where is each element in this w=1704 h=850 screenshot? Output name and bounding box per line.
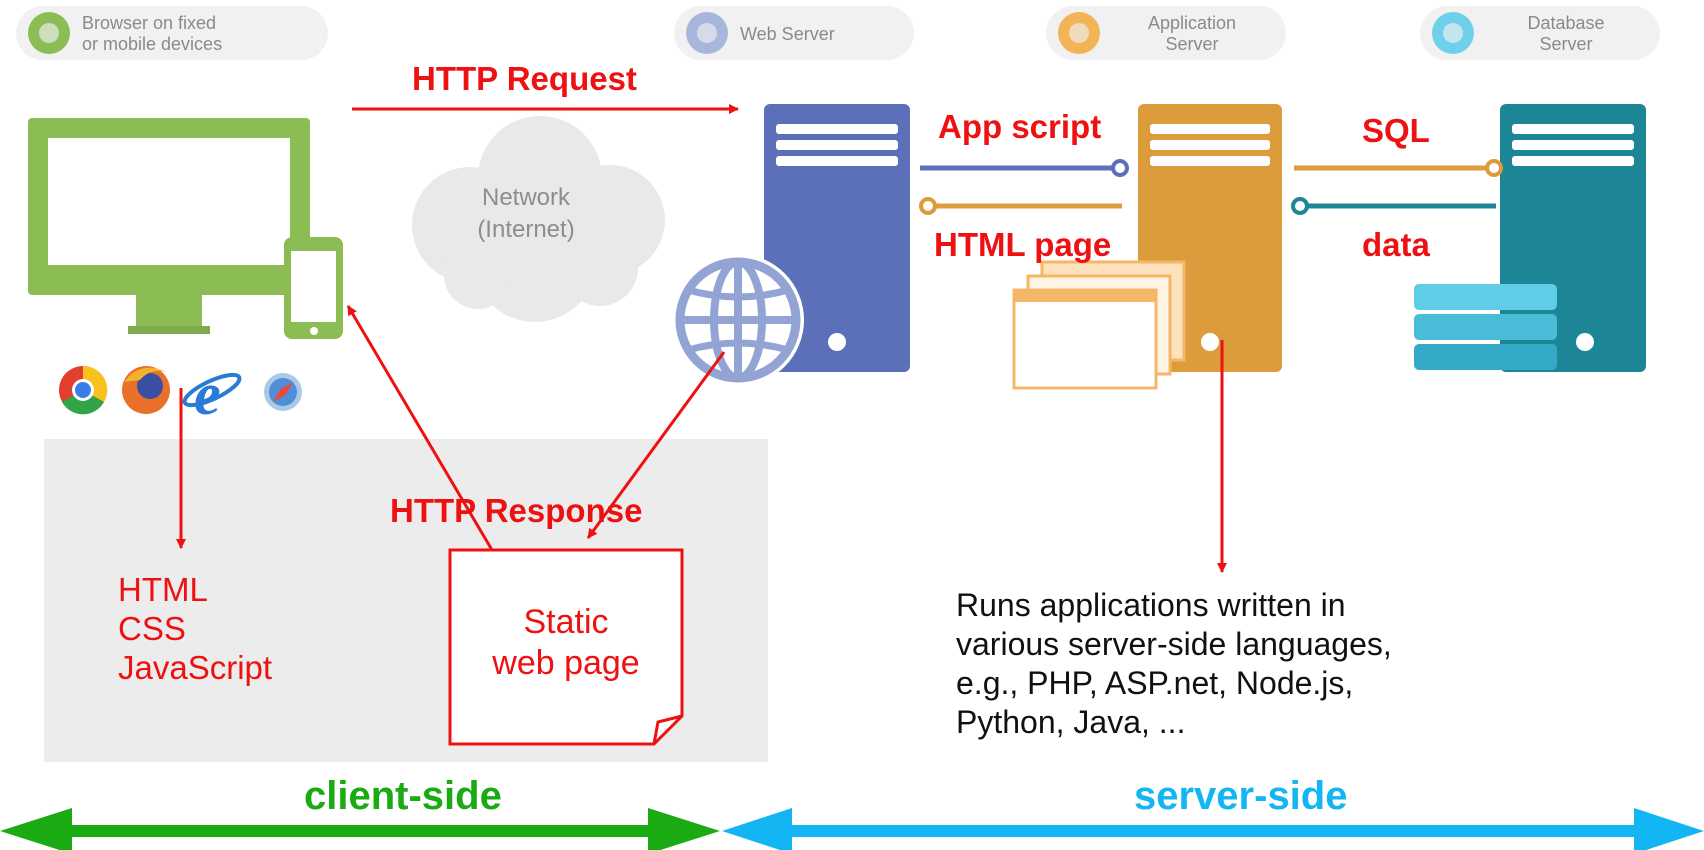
monitor-icon — [28, 118, 310, 334]
smartphone-icon — [284, 237, 343, 339]
app-script-connector — [920, 159, 1129, 177]
svg-text:e: e — [194, 361, 221, 427]
html-page-label: HTML page — [934, 226, 1112, 263]
static-page-label-line-1: Static — [523, 603, 609, 641]
tier-browser: Browser on fixed or mobile devices — [16, 6, 328, 60]
network-label: Network (Internet) — [436, 182, 616, 246]
tier-application-server: Application Server — [1046, 6, 1286, 60]
browser-tier-label-2: or mobile devices — [82, 34, 223, 54]
data-label: data — [1362, 226, 1430, 263]
chrome-icon — [59, 365, 108, 415]
data-connector — [1291, 197, 1496, 215]
server-desc-line-2: various server-side languages, — [956, 626, 1392, 662]
database-server-tier-label-1: Database — [1527, 13, 1605, 33]
client-side-label: client-side — [304, 774, 502, 818]
application-server-tier-label-1: Application — [1147, 13, 1237, 33]
server-desc-line-4: Python, Java, ... — [956, 704, 1186, 740]
static-page-label: Static web page — [450, 602, 682, 684]
client-side-arrow — [0, 808, 720, 850]
server-desc-line-3: e.g., PHP, ASP.net, Node.js, — [956, 665, 1354, 701]
client-tech-html: HTML — [118, 571, 208, 608]
static-page-note-icon — [448, 548, 684, 746]
browser-tier-marker — [28, 12, 70, 54]
sql-connector — [1294, 159, 1503, 177]
browser-tier-label-1: Browser on fixed — [82, 13, 217, 33]
database-disks-icon — [1414, 284, 1557, 370]
database-server-tier-label-2: Server — [1539, 34, 1593, 54]
http-request-label: HTTP Request — [412, 60, 637, 97]
server-side-label: server-side — [1134, 774, 1348, 818]
network-label-line-2: (Internet) — [477, 216, 575, 243]
response-to-phone-arrow — [346, 305, 494, 551]
application-server-tier-marker — [1058, 12, 1100, 54]
tier-web-server: Web Server — [674, 6, 914, 60]
http-response-arrow — [586, 351, 726, 539]
application-server-tier-label-2: Server — [1165, 34, 1219, 54]
app-script-label: App script — [938, 108, 1102, 145]
network-cloud-icon — [412, 116, 665, 322]
client-tech-javascript: JavaScript — [118, 649, 273, 686]
client-tech-list: HTML CSS JavaScript — [118, 570, 272, 687]
firefox-icon — [122, 366, 170, 414]
database-server-tier-marker — [1432, 12, 1474, 54]
server-desc-line-1: Runs applications written in — [956, 587, 1346, 623]
tier-database-server: Database Server — [1420, 6, 1660, 60]
internet-explorer-icon: e — [182, 361, 242, 427]
server-side-arrow — [722, 808, 1704, 850]
network-label-line-1: Network — [481, 184, 571, 211]
client-tech-css: CSS — [118, 610, 186, 647]
web-server-tier-marker — [686, 12, 728, 54]
sql-label: SQL — [1362, 112, 1430, 149]
http-response-label: HTTP Response — [390, 492, 643, 529]
html-page-connector — [919, 197, 1122, 215]
globe-icon — [672, 254, 804, 386]
html-pages-icon — [1012, 260, 1186, 390]
static-page-label-line-2: web page — [492, 644, 640, 682]
safari-icon — [264, 373, 302, 411]
server-side-description: Runs applications written in various ser… — [956, 586, 1392, 742]
web-server-tier-label: Web Server — [740, 24, 835, 44]
